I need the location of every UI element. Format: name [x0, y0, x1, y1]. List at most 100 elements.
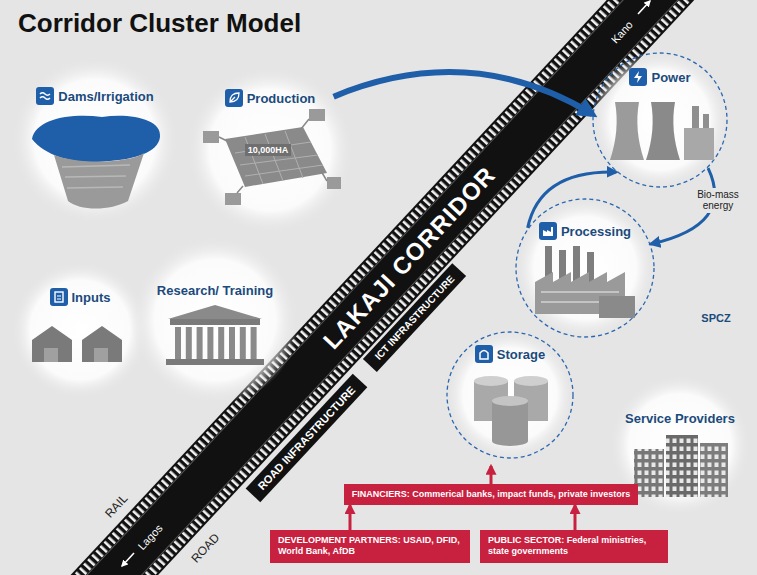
drawing-shape	[629, 68, 647, 86]
drawing-shape	[692, 106, 699, 128]
drawing-shape	[94, 348, 108, 362]
drawing-shape	[514, 376, 548, 386]
drawing-shape	[480, 351, 488, 360]
drawing-shape	[700, 443, 728, 497]
icon-glyph	[36, 87, 54, 105]
cluster-circle: Research/ Training	[130, 235, 300, 405]
circle-header: Storage	[444, 345, 576, 363]
drawing-shape	[225, 89, 243, 107]
drawing-shape	[646, 102, 680, 160]
drawing-shape	[327, 177, 341, 189]
drawing-shape	[240, 327, 246, 359]
cluster-illustration	[130, 235, 300, 405]
cluster-circle: Inputs	[10, 260, 150, 400]
drawing-shape	[225, 127, 327, 187]
stakeholder-box: FINANCIERS: Commerical banks, impact fun…	[344, 484, 639, 505]
cluster-illustration	[10, 260, 150, 400]
drawing-shape	[703, 114, 709, 128]
drawing-shape	[634, 449, 664, 497]
funding-arrow	[490, 466, 493, 484]
diagram-title: Corridor Cluster Model	[18, 8, 301, 39]
circle-label: Inputs	[72, 290, 111, 305]
drawing-shape	[203, 131, 219, 143]
circle-header: Research/ Training	[130, 283, 300, 298]
drawing-shape	[11, 56, 179, 224]
drawing-shape	[50, 288, 68, 306]
category-icon	[629, 68, 647, 86]
drawing-shape	[225, 193, 241, 205]
drawing-shape	[666, 435, 698, 497]
stakeholder-box: PUBLIC SECTOR: Federal ministries, state…	[480, 530, 668, 563]
drawing-shape	[684, 128, 714, 160]
drawing-shape	[62, 165, 130, 188]
drawing-shape	[11, 261, 149, 399]
drawing-shape	[36, 87, 54, 105]
circle-label: Power	[651, 70, 690, 85]
zone-label: SPCZ	[701, 312, 730, 324]
flow-arrow	[574, 505, 577, 530]
drawing-shape	[32, 326, 72, 362]
category-icon	[539, 222, 557, 240]
category-icon	[50, 288, 68, 306]
direction-arrow	[122, 553, 134, 566]
direction-arrow	[638, 1, 650, 14]
drawing-shape	[492, 396, 528, 406]
circle-label: Service Providers	[625, 411, 735, 426]
icon-glyph	[225, 89, 243, 107]
drawing-shape	[516, 199, 654, 337]
drawing-shape	[168, 305, 262, 319]
box-label: FINANCIERS: Commerical banks, impact fun…	[352, 489, 631, 500]
drawing-shape	[44, 348, 58, 362]
cluster-circle: Storage	[444, 329, 576, 461]
circle-header: Processing	[513, 222, 657, 240]
icon-glyph	[475, 345, 493, 363]
area-label: 10,000HA	[245, 144, 292, 156]
drawing-shape	[186, 327, 192, 359]
drawing-shape	[514, 197, 656, 339]
drawing-shape	[474, 376, 508, 386]
box-label: PUBLIC SECTOR: Federal ministries, state…	[488, 535, 660, 558]
drawing-shape	[475, 345, 493, 363]
drawing-shape	[593, 53, 727, 187]
drawing-shape	[54, 153, 144, 209]
cluster-illustration	[513, 196, 657, 340]
drawing-shape	[230, 93, 239, 102]
flow-arrow	[349, 505, 352, 530]
circle-header: Power	[590, 68, 730, 86]
drawing-shape	[591, 51, 729, 189]
drawing-shape	[634, 71, 642, 83]
category-icon	[36, 87, 54, 105]
drawing-shape	[700, 443, 728, 497]
circle-label: Dams/Irrigation	[58, 89, 153, 104]
drawing-shape	[610, 102, 644, 160]
circle-header: Dams/Irrigation	[10, 87, 180, 105]
category-icon	[225, 89, 243, 107]
cluster-circle: Power	[590, 50, 730, 190]
drawing-shape	[251, 327, 257, 359]
drawing-shape	[573, 246, 580, 282]
box-label: DEVELOPMENT PARTNERS: USAID, DFID, World…	[278, 535, 462, 558]
circle-header: Production	[185, 89, 355, 107]
drawing-shape	[186, 66, 354, 234]
drawing-shape	[543, 227, 553, 236]
circle-label: Production	[247, 91, 316, 106]
drawing-shape	[539, 222, 557, 240]
drawing-shape	[57, 296, 61, 299]
stakeholder-box: DEVELOPMENT PARTNERS: USAID, DFID, World…	[270, 530, 470, 563]
icon-glyph	[539, 222, 557, 240]
drawing-shape	[197, 327, 203, 359]
drawing-shape	[309, 109, 325, 121]
circle-header: Service Providers	[608, 411, 752, 426]
circle-label: Research/ Training	[157, 283, 273, 298]
drawing-shape	[235, 131, 323, 184]
cluster-circle: Dams/Irrigation	[10, 55, 180, 225]
drawing-shape	[131, 236, 299, 404]
drawing-shape	[207, 327, 213, 359]
edge-label: Bio-mass energy	[692, 188, 744, 213]
icon-glyph	[629, 68, 647, 86]
drawing-shape	[492, 401, 528, 441]
circle-label: Storage	[497, 347, 545, 362]
circle-label: Processing	[561, 224, 631, 239]
drawing-shape	[55, 292, 63, 302]
